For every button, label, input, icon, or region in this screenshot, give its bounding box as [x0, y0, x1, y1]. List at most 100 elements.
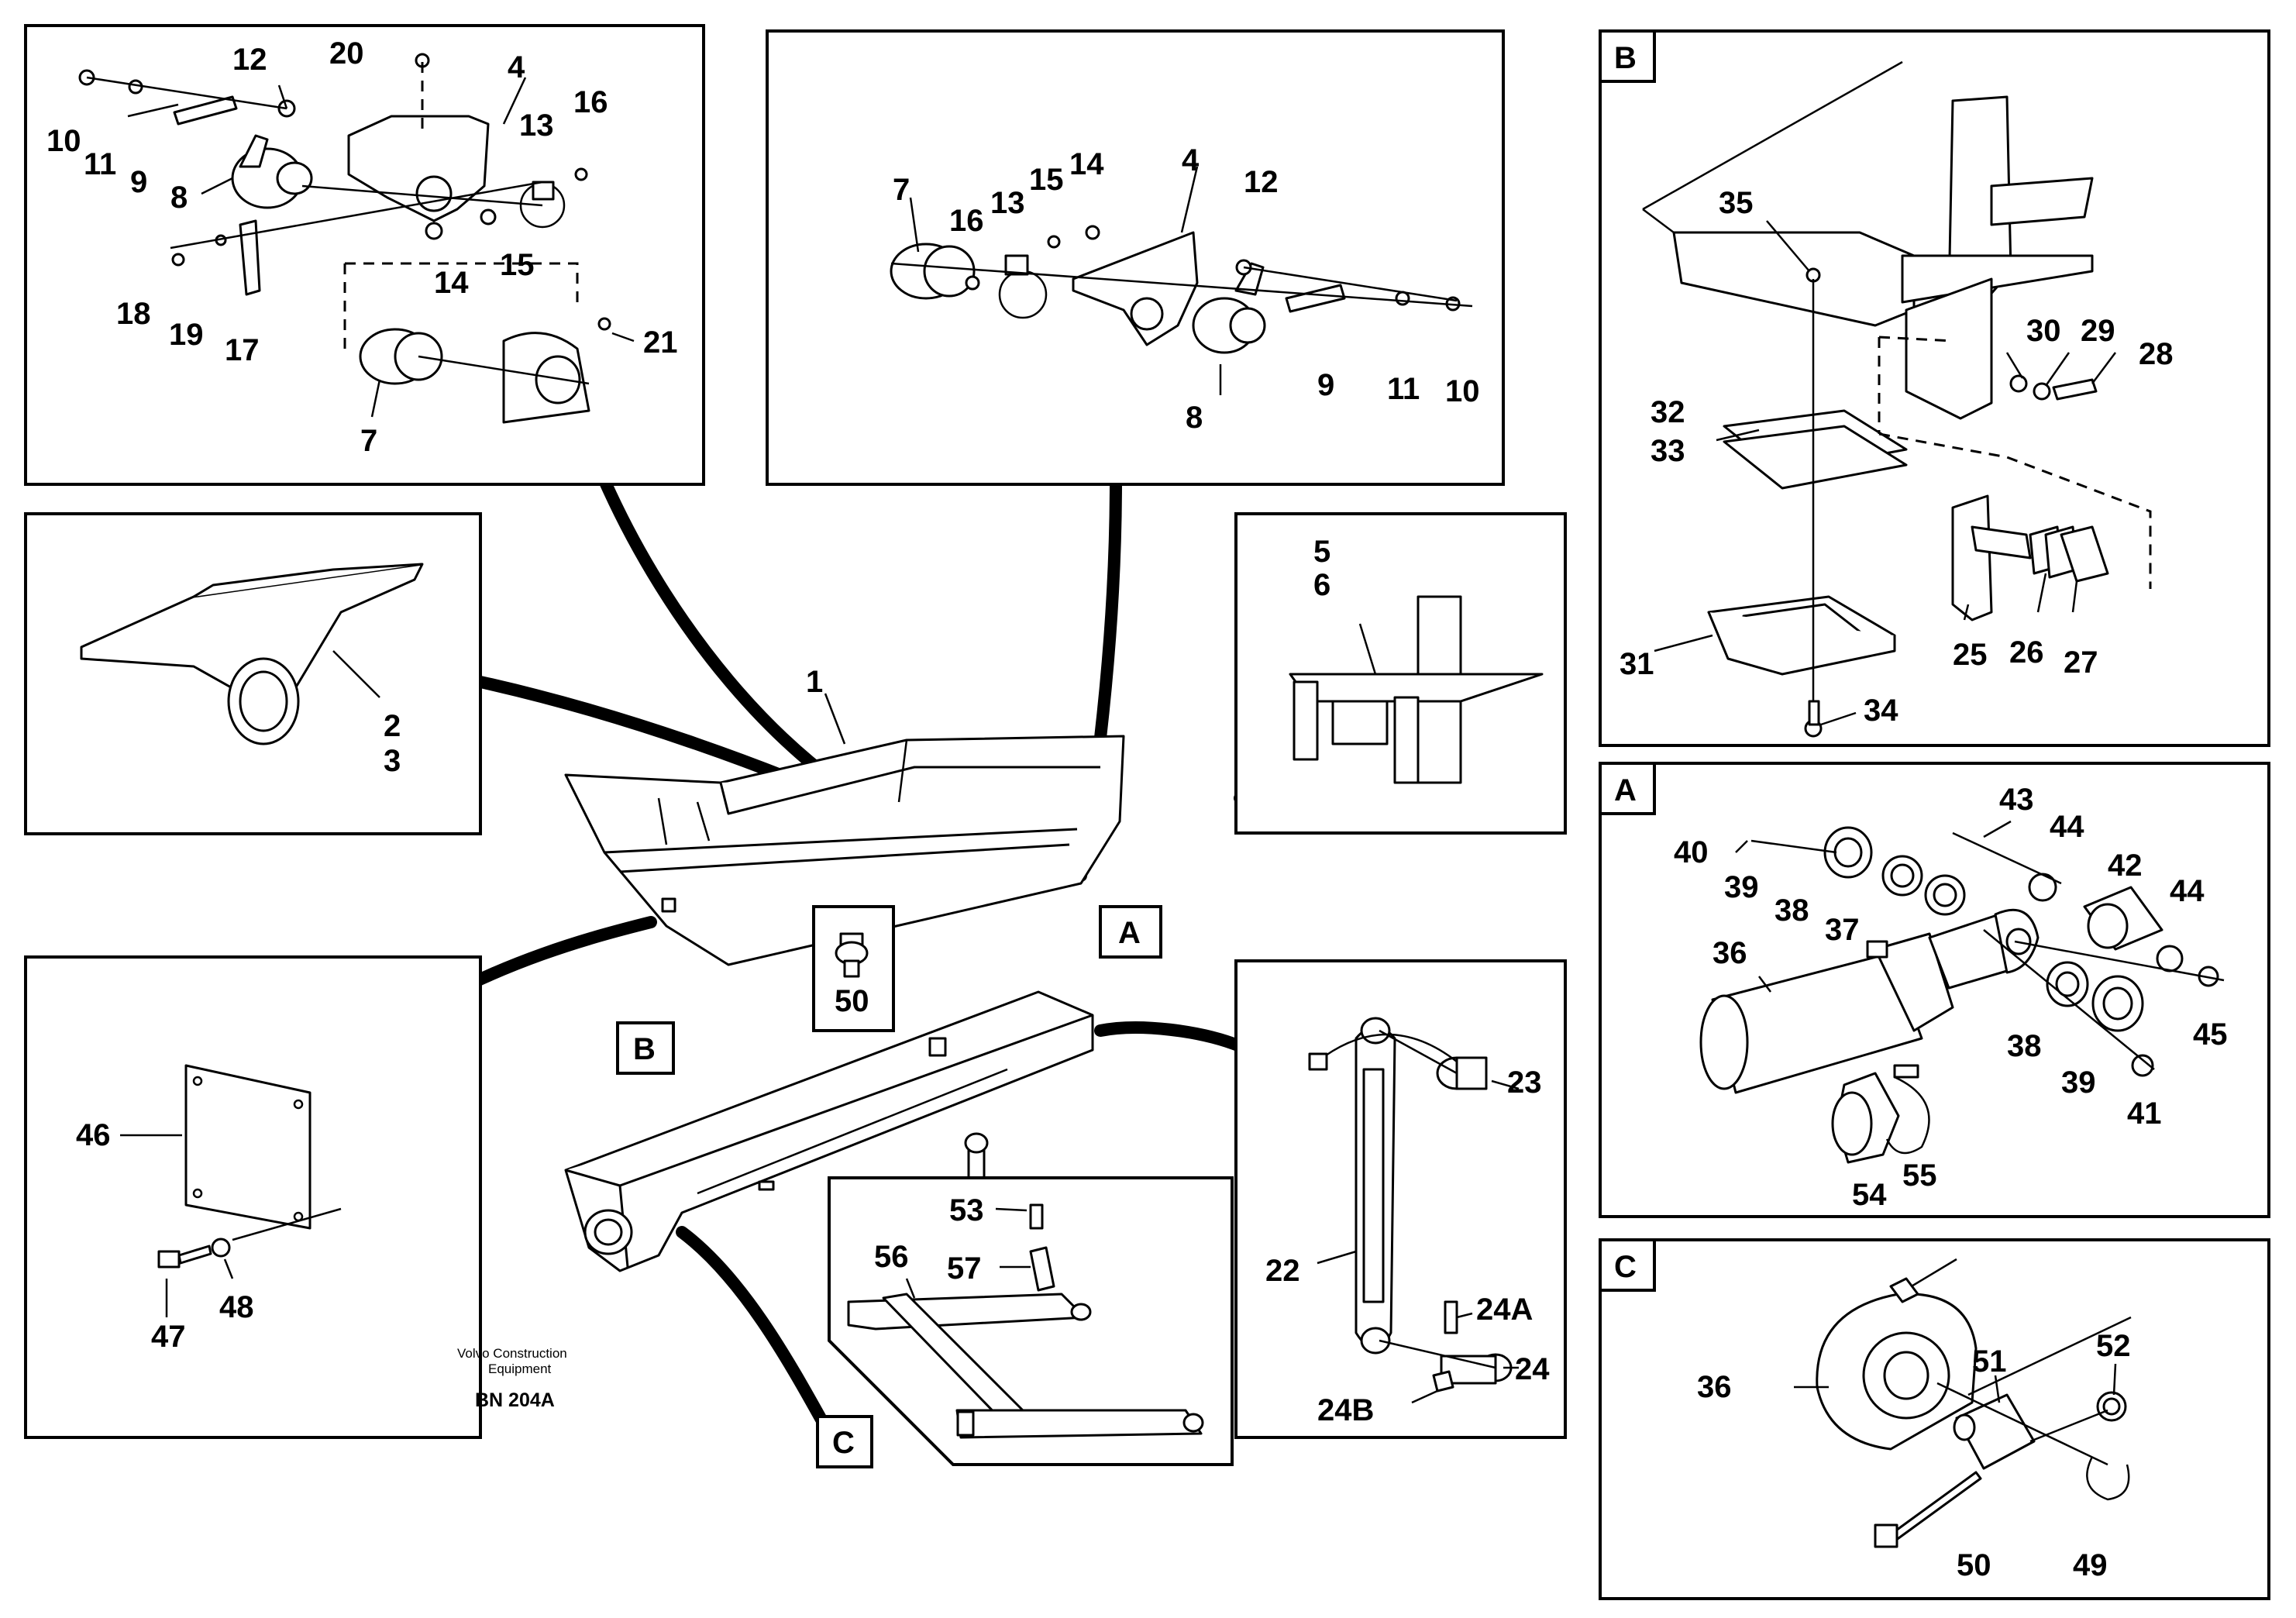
label-6: 6 [1313, 568, 1330, 602]
label-39a: 39 [1724, 870, 1759, 904]
label-55: 55 [1902, 1158, 1937, 1193]
label-35: 35 [1719, 186, 1754, 220]
label-21: 21 [643, 325, 678, 360]
panel-fitting: 50 [812, 905, 895, 1032]
panel-c: C 52 51 36 50 49 [1599, 1238, 2270, 1600]
label-17: 17 [225, 333, 260, 367]
label-23: 23 [1507, 1065, 1542, 1100]
callout-tag-b: B [616, 1021, 675, 1075]
svg-text:C: C [1614, 1250, 1637, 1284]
label-14: 14 [434, 266, 469, 300]
label-45: 45 [2193, 1017, 2228, 1052]
label-11b: 11 [1387, 372, 1420, 406]
maker-line-2: Equipment [488, 1362, 552, 1376]
svg-text:C: C [832, 1426, 855, 1460]
label-50c: 50 [1957, 1548, 1991, 1582]
panel-a: A 43 44 40 39 [1599, 762, 2270, 1218]
label-38b: 38 [2007, 1029, 2042, 1063]
label-54: 54 [1852, 1178, 1887, 1212]
label-48: 48 [219, 1290, 254, 1324]
label-9: 9 [130, 165, 147, 199]
label-56: 56 [874, 1240, 909, 1274]
label-7: 7 [360, 424, 377, 458]
panel-top-middle: 7 16 13 15 14 4 12 8 9 11 10 [766, 29, 1505, 486]
svg-text:A: A [1118, 916, 1141, 950]
label-25: 25 [1953, 638, 1988, 672]
label-44a: 44 [2050, 810, 2084, 844]
panel-left-middle: 2 3 [24, 512, 482, 835]
center-body: 1 [564, 665, 1125, 966]
callout-tag-a: A [1099, 905, 1162, 959]
panel-top-left-frame [24, 24, 705, 486]
label-34: 34 [1864, 694, 1898, 728]
label-13: 13 [519, 108, 554, 143]
label-42: 42 [2108, 849, 2143, 883]
label-12b: 12 [1244, 165, 1279, 199]
label-53: 53 [949, 1193, 984, 1227]
panel-lever: 53 56 57 [828, 1176, 1234, 1466]
label-36a: 36 [1713, 936, 1747, 970]
footer: Volvo Construction Equipment BN 204A [457, 1346, 567, 1411]
label-15: 15 [500, 248, 535, 282]
panel-link: 23 22 24A 24 24B [1234, 959, 1567, 1439]
label-44b: 44 [2170, 874, 2205, 908]
label-7b: 7 [893, 173, 910, 207]
label-15b: 15 [1029, 163, 1064, 197]
svg-text:B: B [1614, 41, 1637, 75]
panel-a-tag [1599, 762, 1656, 815]
label-52: 52 [2096, 1329, 2131, 1363]
label-57: 57 [947, 1251, 982, 1286]
label-43: 43 [1999, 783, 2034, 817]
label-4b: 4 [1182, 143, 1200, 177]
diagram-code: BN 204A [475, 1389, 555, 1411]
svg-text:B: B [633, 1032, 656, 1066]
label-32: 32 [1651, 395, 1685, 429]
label-24: 24 [1515, 1352, 1550, 1386]
label-28: 28 [2139, 337, 2174, 371]
label-12: 12 [232, 43, 267, 77]
label-10: 10 [46, 124, 81, 158]
label-5: 5 [1313, 535, 1330, 569]
label-49: 49 [2073, 1548, 2108, 1582]
label-11: 11 [84, 147, 116, 181]
label-50a: 50 [835, 984, 869, 1018]
label-8: 8 [170, 181, 188, 215]
svg-text:A: A [1614, 773, 1637, 807]
label-3: 3 [384, 744, 401, 778]
label-51: 51 [1972, 1344, 2007, 1379]
label-13b: 13 [990, 186, 1025, 220]
label-18: 18 [116, 297, 151, 331]
label-46: 46 [76, 1118, 111, 1152]
label-24A: 24A [1476, 1293, 1533, 1327]
label-16: 16 [573, 85, 608, 119]
label-31: 31 [1620, 647, 1654, 681]
label-36c: 36 [1697, 1370, 1732, 1404]
label-1: 1 [806, 665, 823, 699]
label-20: 20 [329, 36, 364, 71]
panel-top-left: 12 20 4 10 11 9 8 13 16 18 19 17 14 15 7… [24, 24, 705, 486]
panel-link-frame [1234, 959, 1567, 1439]
label-10b: 10 [1445, 374, 1480, 408]
panel-b-tag [1599, 29, 1656, 83]
chassis-frame [564, 990, 1094, 1272]
panel-bracket: 5 6 [1234, 512, 1567, 835]
label-41: 41 [2127, 1096, 2162, 1131]
label-27: 27 [2064, 645, 2098, 680]
panel-plate: 46 47 48 [24, 955, 482, 1439]
label-24B: 24B [1317, 1393, 1374, 1427]
label-29: 29 [2081, 314, 2115, 348]
label-38a: 38 [1774, 893, 1809, 928]
label-33: 33 [1651, 434, 1685, 468]
label-22: 22 [1265, 1254, 1300, 1288]
label-26: 26 [2009, 635, 2044, 670]
panel-b: B 35 30 [1599, 29, 2270, 747]
label-2: 2 [384, 709, 401, 743]
label-14b: 14 [1069, 147, 1104, 181]
panel-c-tag [1599, 1238, 1656, 1292]
label-8b: 8 [1186, 401, 1203, 435]
label-39b: 39 [2061, 1065, 2096, 1100]
label-40: 40 [1674, 835, 1709, 869]
label-9b: 9 [1317, 368, 1334, 402]
callout-tag-c: C [816, 1415, 873, 1468]
